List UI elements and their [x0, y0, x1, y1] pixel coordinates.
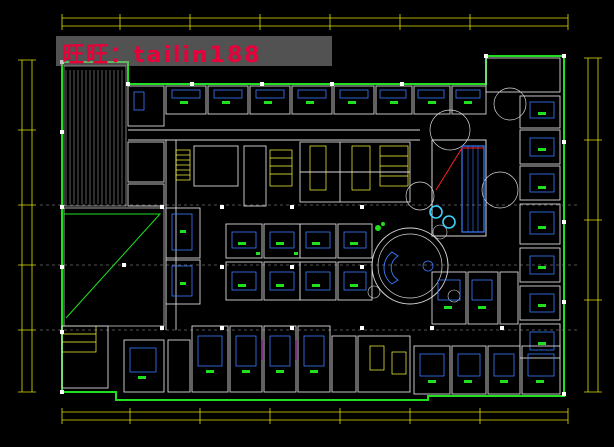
mid-right-rooms: [431, 271, 519, 325]
right-room-furniture: [529, 101, 555, 351]
left-strip-furniture: [171, 213, 193, 297]
right-rooms: [485, 57, 561, 359]
bottom-room-row: [123, 325, 561, 395]
right-room-fixtures: [538, 112, 546, 345]
top-room-row: [127, 85, 487, 127]
bottom-room-furniture: [129, 335, 555, 377]
atrium: [405, 87, 527, 237]
hatched-area: [63, 65, 127, 207]
top-room-furniture: [133, 89, 481, 111]
circular-lobby: [367, 224, 461, 305]
central-furniture: [231, 231, 367, 291]
watermark-label: 旺旺：tailin188: [56, 36, 332, 68]
dimension-lines: [21, 17, 599, 421]
bottom-accent-lines: [261, 340, 297, 360]
top-room-fixtures: [180, 101, 472, 104]
bottom-room-fixtures: [138, 370, 544, 383]
dimension-ticks: [18, 14, 602, 424]
watermark-text: 旺旺：tailin188: [62, 43, 262, 68]
left-strip-rooms: [127, 141, 201, 305]
central-rooms: [225, 223, 373, 301]
core-walls: [61, 141, 411, 389]
central-fixtures: [238, 242, 358, 287]
lobby-plants: [375, 222, 385, 231]
mid-right-furniture: [437, 279, 493, 301]
left-strip-fixtures: [180, 230, 186, 285]
mid-right-fixtures: [444, 306, 486, 309]
core-stairs: [61, 145, 409, 375]
